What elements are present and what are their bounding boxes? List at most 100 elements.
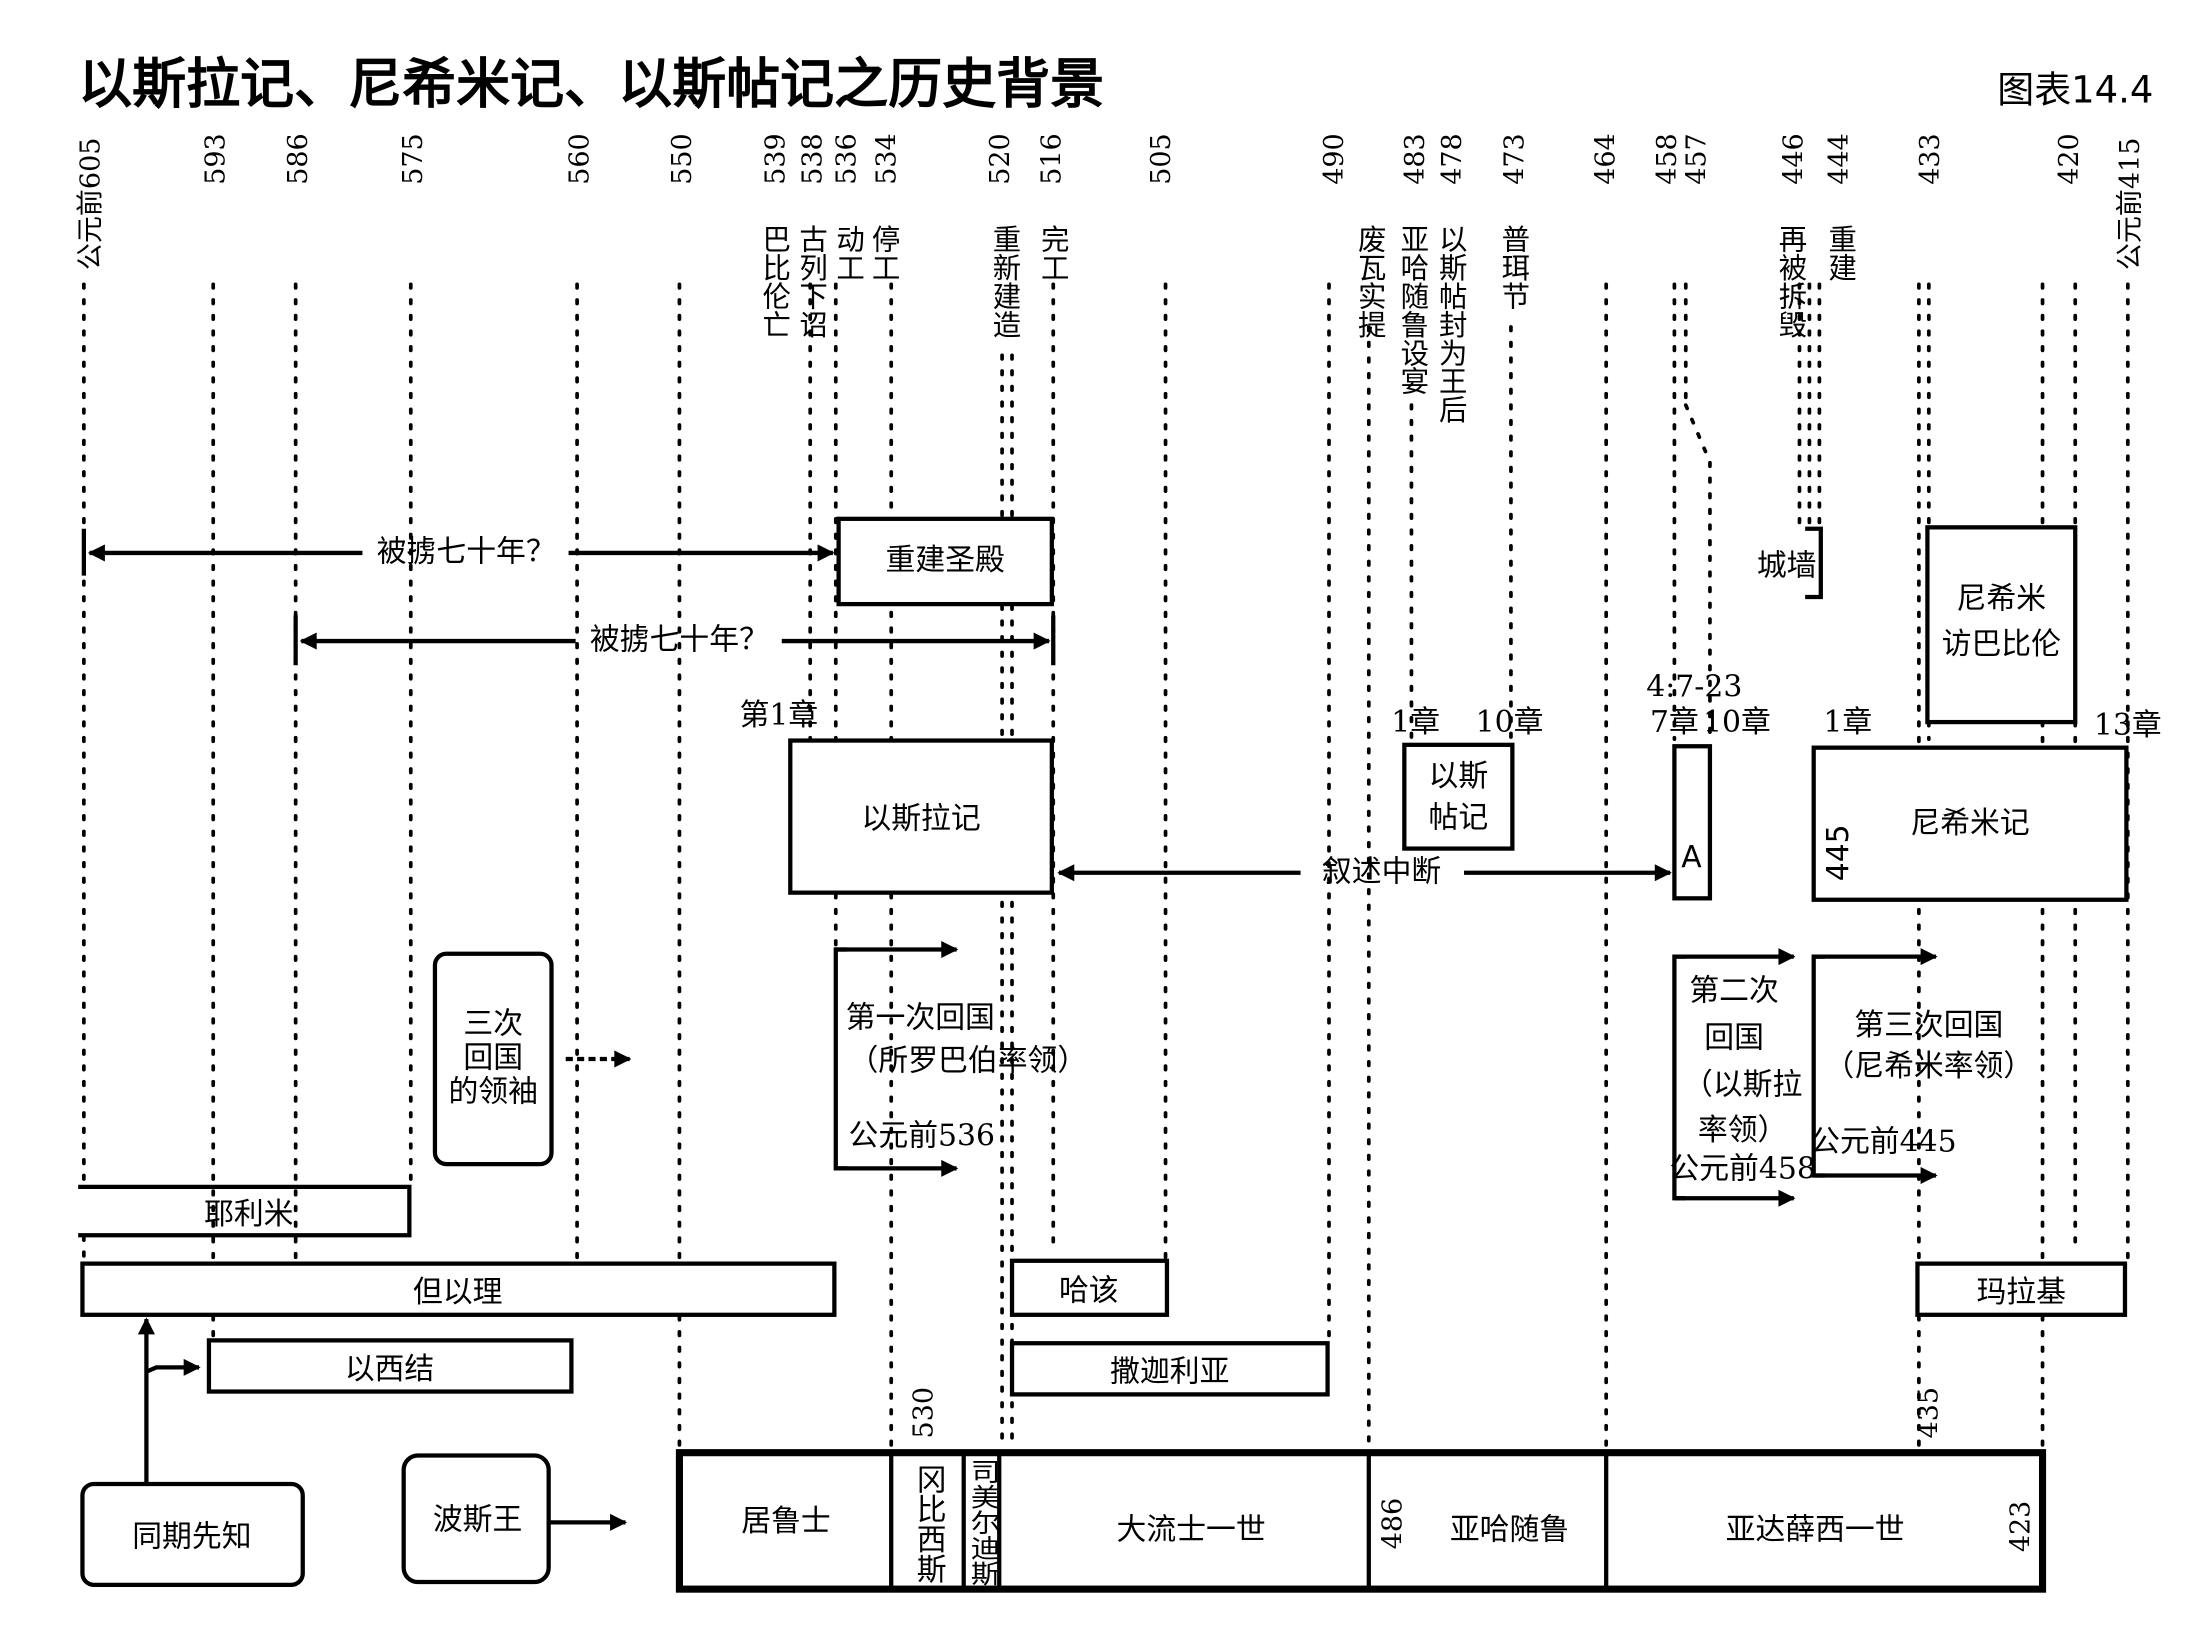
event-label: 完工 (1037, 225, 1070, 282)
ezra-a-label: A (1681, 840, 1702, 875)
king-year: 435 (1913, 1387, 1944, 1439)
year-label: 433 (1915, 133, 1946, 185)
daniel-bar (80, 1261, 837, 1317)
esther-book-label: 以斯 (1429, 759, 1489, 794)
year-label: 516 (1036, 133, 1067, 185)
haggai-bar (1009, 1258, 1170, 1317)
chapter-label: 10章 (1476, 705, 1544, 740)
return-leaders-label: 的领袖 (448, 1075, 537, 1110)
event-label: 古列下诏 (795, 225, 828, 339)
year-label: 464 (1591, 133, 1622, 185)
chapter-label: 10章 (1703, 705, 1771, 740)
second-return-leader: （以斯拉 (1683, 1067, 1802, 1102)
event-label: 重建 (1824, 225, 1857, 282)
ezra-book-label: 以斯拉记 (861, 802, 980, 837)
year-label: 505 (1146, 133, 1177, 185)
esther-book-label: 帖记 (1429, 800, 1489, 835)
nehemiah-book-label: 尼希米记 (1910, 806, 2029, 841)
nehemiah-visit-label: 尼希米 (1957, 581, 2046, 616)
king-year: 423 (2006, 1501, 2037, 1553)
persian-kings-table (675, 1449, 2047, 1593)
captivity-label: 被掳七十年？ (590, 623, 769, 658)
second-return-label: 第二次 (1689, 974, 1778, 1009)
chapter-label: 1章 (1823, 705, 1872, 740)
zechariah-bar (1009, 1341, 1330, 1397)
daniel-label: 但以理 (413, 1275, 502, 1310)
temple-rebuild-box (836, 516, 1054, 607)
return-leaders-label: 回国 (463, 1040, 523, 1075)
year-label: 593 (201, 133, 232, 185)
king-darius: 大流士一世 (1117, 1512, 1266, 1547)
year-label: 539 (761, 133, 792, 185)
ezekiel-bar (206, 1338, 574, 1394)
event-labels: 巴比伦亡古列下诏动工停工重新建造完工废瓦实提亚哈随鲁设宴以斯帖封为王后普珥节再被… (758, 225, 1857, 424)
king-year: 530 (908, 1387, 939, 1439)
ezekiel-branch-arrow (145, 1358, 201, 1376)
year-label: 446 (1778, 133, 1809, 185)
nehemiah-visit-box (1925, 525, 2078, 725)
year-label: 490 (1319, 133, 1350, 185)
year-label: 560 (564, 133, 595, 185)
year-label: 586 (283, 133, 314, 185)
king-artaxerxes: 亚达薛西一世 (1726, 1512, 1905, 1547)
king-xerxes: 亚哈随鲁 (1450, 1512, 1569, 1547)
narrative-gap-label: 叙述中断 (1322, 854, 1441, 889)
chapter-label: 13章 (2094, 708, 2162, 743)
contemporary-prophets-label: 同期先知 (132, 1519, 251, 1554)
year-label: 478 (1437, 133, 1468, 185)
wall-label: 城墙 (1757, 549, 1817, 584)
event-label: 以斯帖封为王后 (1435, 225, 1468, 424)
temple-rebuild-label: 重建圣殿 (886, 543, 1005, 578)
event-label: 巴比伦亡 (758, 225, 791, 339)
first-return-label: 第一次回国 (846, 1001, 995, 1036)
jeremiah-bar (78, 1184, 412, 1238)
event-label: 普珥节 (1497, 225, 1530, 310)
chapter-label: 4:7-23 (1646, 669, 1742, 704)
third-return-label: 第三次回国 (1854, 1008, 2003, 1043)
first-return-bracket (833, 947, 848, 1171)
malachi-bar (1915, 1261, 2128, 1317)
year-label: 444 (1824, 133, 1855, 185)
captivity-label: 被掳七十年？ (377, 534, 556, 569)
year-label: 534 (871, 133, 902, 185)
year-label: 420 (2054, 133, 2085, 185)
wall-bracket (1805, 526, 1823, 600)
third-return-leader: （尼希米率领） (1824, 1049, 2033, 1084)
event-label: 重新建造 (988, 225, 1021, 339)
persian-kings-box (401, 1453, 551, 1585)
event-label: 动工 (832, 225, 865, 282)
event-label: 停工 (868, 225, 901, 282)
king-year: 486 (1377, 1498, 1408, 1550)
return-leaders-box (432, 951, 554, 1167)
first-return-leader: （所罗巴伯率领） (849, 1043, 1088, 1078)
first-return-year: 公元前536 (849, 1119, 995, 1154)
nehemiah-book-box (1811, 745, 2129, 902)
persian-kings-label: 波斯王 (433, 1502, 522, 1537)
year-label: 457 (1682, 133, 1713, 185)
third-return-year: 公元前445 (1810, 1124, 1956, 1159)
event-label: 亚哈随鲁设宴 (1396, 225, 1429, 396)
nehemiah-visit-label: 访巴比伦 (1942, 627, 2061, 662)
second-return-label: 回国 (1704, 1021, 1764, 1056)
second-return-year: 公元前458 (1669, 1151, 1815, 1186)
esther-book-box (1402, 742, 1515, 851)
haggai-label: 哈该 (1059, 1274, 1119, 1309)
ezra-a-box (1672, 744, 1713, 901)
king-smerdis: 司美尔迪斯 (965, 1458, 1000, 1586)
chapter-label: 7章 (1650, 705, 1699, 740)
king-cyrus: 居鲁士 (741, 1504, 830, 1539)
return-leaders-label: 三次 (463, 1006, 523, 1041)
jeremiah-label: 耶利米 (204, 1197, 293, 1232)
year-label: 483 (1400, 133, 1431, 185)
year-label: 520 (985, 133, 1016, 185)
nehemiah-year-label: 445 (1821, 824, 1856, 881)
year-label: 公元前605 (75, 138, 106, 271)
year-label: 538 (798, 133, 829, 185)
year-label: 458 (1652, 133, 1683, 185)
chart-number: 图表14.4 (1997, 68, 2153, 111)
chapter-label: 1章 (1391, 705, 1440, 740)
contemporary-prophets-box (80, 1481, 305, 1587)
ezra-book-box (788, 738, 1054, 895)
